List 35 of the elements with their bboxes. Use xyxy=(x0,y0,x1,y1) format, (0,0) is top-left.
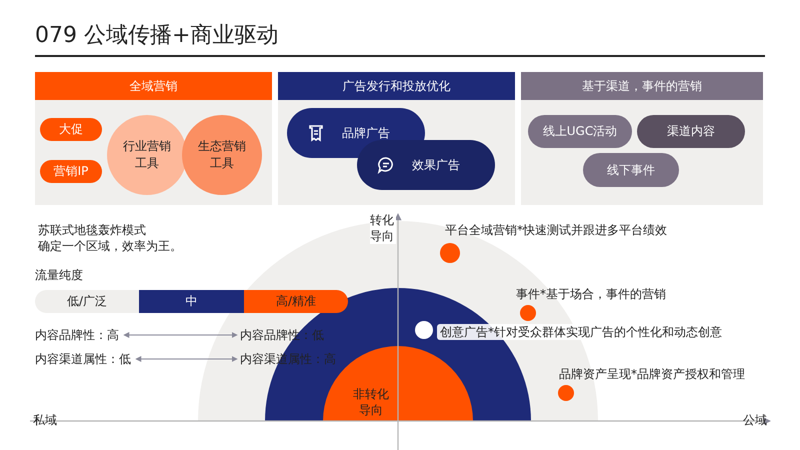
panel-header: 基于渠道，事件的营销 xyxy=(521,72,763,100)
tag-text: 品牌广告 xyxy=(342,124,390,142)
point-annotation: 平台全域营销*快速测试并跟进多平台绩效 xyxy=(445,222,667,238)
panel-header: 广告发行和投放优化 xyxy=(278,72,515,100)
double-arrow xyxy=(123,332,238,338)
category-panel xyxy=(521,72,763,205)
tag-text: 效果广告 xyxy=(412,156,460,174)
category-circle: 行业营销工具 xyxy=(107,115,187,195)
slide-title: 079 公域传播+商业驱动 xyxy=(35,22,278,50)
tag-pill xyxy=(357,140,495,190)
axis-label: 公域 xyxy=(743,412,767,428)
tag-pill: 渠道内容 xyxy=(637,115,745,148)
category-panel xyxy=(35,72,272,205)
zone-label: 非转化导向 xyxy=(353,386,389,418)
scale-title: 流量纯度 xyxy=(35,267,83,283)
attribute-text: 内容渠道属性：低 xyxy=(35,351,133,367)
point-annotation: 品牌资产呈现*品牌资产授权和管理 xyxy=(559,366,745,382)
note-text: 确定一个区域，效率为王。 xyxy=(38,238,182,254)
tag-pill: 大促 xyxy=(40,118,102,141)
tag-pill: 线上UGC活动 xyxy=(528,115,632,148)
scale-segment: 高/精准 xyxy=(244,290,348,313)
axis-label: 转化导向 xyxy=(370,212,396,244)
panel-header: 全域营销 xyxy=(35,72,272,100)
attribute-text: 内容品牌性：高 xyxy=(35,327,121,343)
scale-segment: 低/广泛 xyxy=(35,290,139,313)
category-circle: 生态营销工具 xyxy=(182,115,262,195)
axis-label: 私域 xyxy=(33,412,57,428)
tag-pill: 线下事件 xyxy=(583,153,679,187)
double-arrow xyxy=(135,356,238,362)
point-annotation: 事件*基于场合，事件的营销 xyxy=(516,286,666,302)
note-text: 苏联式地毯轰炸模式 xyxy=(38,222,146,238)
category-panel xyxy=(278,72,515,205)
scale-segment: 中 xyxy=(139,290,244,313)
tag-pill: 营销IP xyxy=(40,160,102,183)
point-annotation: 创意广告*针对受众群体实现广告的个性化和动态创意 xyxy=(437,324,725,340)
